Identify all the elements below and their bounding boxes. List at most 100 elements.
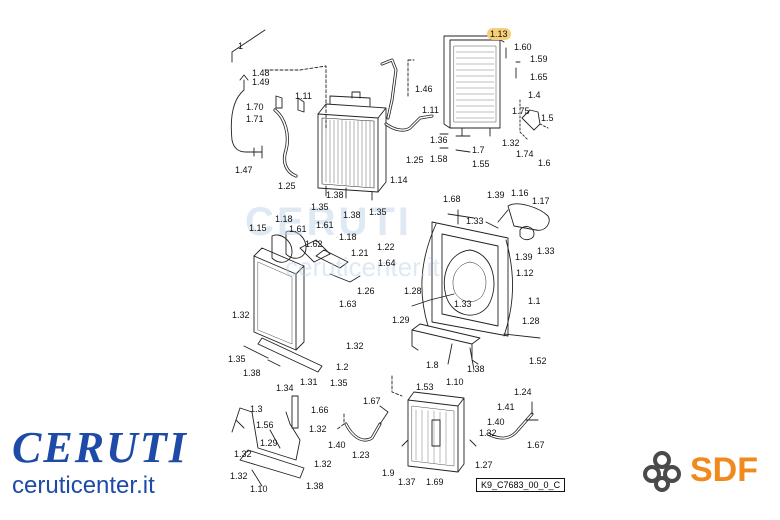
part-label: 1.55 — [472, 159, 490, 169]
part-label: 1.27 — [475, 460, 493, 470]
part-label: 1.40 — [487, 417, 505, 427]
part-label: 1.7 — [472, 145, 485, 155]
part-label: 1.35 — [369, 207, 387, 217]
watermark-subtext: ceruticenter.it — [285, 252, 440, 282]
watermark-text: CERUTI — [245, 200, 412, 244]
part-label: 1.29 — [392, 315, 410, 325]
part-label: 1.74 — [516, 149, 534, 159]
part-label: 1.29 — [260, 438, 278, 448]
part-label: 1.38 — [306, 481, 324, 491]
part-label: 1.32 — [230, 471, 248, 481]
part-label: 1.10 — [250, 484, 268, 494]
part-label: 1.10 — [446, 377, 464, 387]
sdf-brand-text: SDF — [690, 450, 758, 489]
part-label: 1.25 — [278, 181, 296, 191]
part-label: 1.6 — [538, 158, 551, 168]
part-label: 1.32 — [502, 138, 520, 148]
part-label: 1 — [238, 41, 244, 51]
part-label: 1.33 — [537, 246, 555, 256]
part-label: 1.65 — [530, 72, 548, 82]
part-label: 1.39 — [487, 190, 505, 200]
part-label: 1.15 — [249, 223, 267, 233]
ceruti-brand-name: CERUTI — [12, 423, 188, 472]
part-label: 1.13 — [487, 28, 511, 40]
part-label: 1.38 — [243, 368, 261, 378]
part-label: 1.48 — [252, 68, 270, 78]
part-label: 1.3 — [250, 404, 263, 414]
part-label: 1.66 — [311, 405, 329, 415]
part-label: 1.32 — [346, 341, 364, 351]
part-label: 1.25 — [406, 155, 424, 165]
ceruti-website: ceruticenter.it — [12, 472, 155, 499]
part-label: 1.33 — [466, 216, 484, 226]
part-label: 1.63 — [339, 299, 357, 309]
part-label: 1.52 — [529, 356, 547, 366]
part-label: 1.8 — [426, 360, 439, 370]
part-label: 1.2 — [336, 362, 349, 372]
part-label: 1.12 — [516, 268, 534, 278]
part-label: 1.16 — [511, 188, 529, 198]
part-label: 1.70 — [246, 102, 264, 112]
part-label: 1.37 — [398, 477, 416, 487]
part-label: 1.32 — [479, 428, 497, 438]
part-label: 1.11 — [295, 91, 312, 101]
part-label: 1.28 — [404, 286, 422, 296]
part-label: 1.64 — [378, 258, 396, 268]
part-label: 1.35 — [311, 202, 329, 212]
part-label: 1.75 — [512, 106, 530, 116]
part-label: 1.32 — [234, 449, 252, 459]
part-label: 1.5 — [541, 113, 554, 123]
part-label: 1.35 — [228, 354, 246, 364]
part-label: 1.28 — [522, 316, 540, 326]
part-label: 1.31 — [300, 377, 318, 387]
part-label: 1.14 — [390, 175, 408, 185]
part-label: 1.36 — [430, 135, 448, 145]
part-label: 1.22 — [377, 242, 395, 252]
part-label: 1.17 — [532, 196, 550, 206]
sdf-mark-icon — [643, 451, 681, 492]
part-label: 1.34 — [276, 383, 294, 393]
part-label: 1.35 — [330, 378, 348, 388]
part-label: 1.32 — [314, 459, 332, 469]
part-label: 1.69 — [426, 477, 444, 487]
part-label: 1.41 — [497, 402, 515, 412]
part-label: 1.67 — [527, 440, 545, 450]
part-label: 1.71 — [246, 114, 264, 124]
part-label: 1.59 — [530, 54, 548, 64]
part-label: 1.58 — [430, 154, 448, 164]
sdf-logo: SDF — [640, 448, 758, 492]
part-label: 1.39 — [515, 252, 533, 262]
part-label: 1.11 — [422, 105, 439, 115]
part-label: 1.49 — [252, 77, 270, 87]
diagram-reference-code: K9_C7683_00_0_C — [476, 478, 566, 492]
ceruti-logo: CERUTI ceruticenter.it — [12, 426, 188, 500]
part-label: 1.4 — [528, 90, 541, 100]
part-label: 1.18 — [339, 232, 357, 242]
part-label: 1.56 — [256, 420, 274, 430]
part-label: 1.38 — [467, 364, 485, 374]
part-label: 1.68 — [443, 194, 461, 204]
part-label: 1.24 — [514, 387, 532, 397]
part-label: 1.18 — [275, 214, 293, 224]
part-label: 1.61 — [289, 224, 307, 234]
part-label: 1.61 — [316, 220, 334, 230]
part-label: 1.38 — [326, 190, 344, 200]
part-label: 1.26 — [357, 286, 375, 296]
part-label: 1.32 — [309, 424, 327, 434]
part-label: 1.33 — [454, 299, 472, 309]
part-label: 1.1 — [528, 296, 541, 306]
part-label: 1.40 — [328, 440, 346, 450]
part-label: 1.62 — [305, 239, 323, 249]
part-label: 1.38 — [343, 210, 361, 220]
part-label: 1.67 — [363, 396, 381, 406]
part-label: 1.46 — [415, 84, 433, 94]
part-label: 1.60 — [514, 42, 532, 52]
part-label: 1.32 — [232, 310, 250, 320]
part-label: 1.47 — [235, 165, 253, 175]
part-label: 1.23 — [352, 450, 370, 460]
part-label: 1.21 — [351, 248, 369, 258]
part-label: 1.9 — [382, 468, 395, 478]
part-label: 1.53 — [416, 382, 434, 392]
